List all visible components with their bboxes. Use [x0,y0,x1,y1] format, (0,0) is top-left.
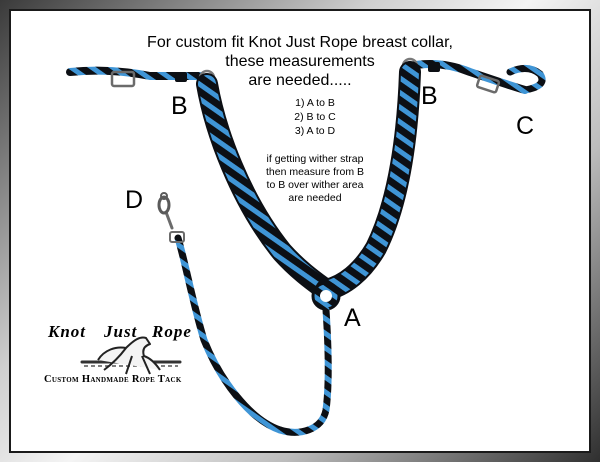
headline-line-1: For custom fit Knot Just Rope breast col… [147,34,453,51]
logo-word-3: Rope [152,322,192,341]
label-a: A [344,304,361,332]
right-strap [401,57,546,94]
tie-down-buckle [169,231,185,243]
wither-note-line-1: if getting wither strap [266,153,364,165]
snap-hook [157,192,174,230]
right-keeper [428,62,440,72]
measurement-item: 2) B to C [294,111,336,123]
logo-word-1: Knot [48,322,87,341]
wither-note-line-4: are needed [288,192,342,204]
braided-chest-piece [196,61,421,311]
center-ring [320,290,332,302]
left-keeper [175,72,187,82]
wither-note-line-3: to B over wither area [266,179,364,191]
label-d: D [125,186,144,214]
measurement-item: 3) A to D [294,125,336,137]
horse-logo-icon [80,336,182,375]
label-b-right: B [421,82,438,110]
label-c: C [516,112,535,140]
measurement-item: 1) A to B [295,97,335,109]
logo-tagline: Custom Handmade Rope Tack [44,374,182,385]
tie-down-strap [157,192,332,436]
right-buckle [475,74,501,94]
headline-line-2: these measurements [225,53,375,70]
label-b-left: B [171,92,188,120]
wither-note-line-2: then measure from B [265,166,365,178]
headline-line-3: are needed..... [248,72,352,89]
logo-word-2: Just [104,322,138,341]
left-buckle [110,70,136,88]
